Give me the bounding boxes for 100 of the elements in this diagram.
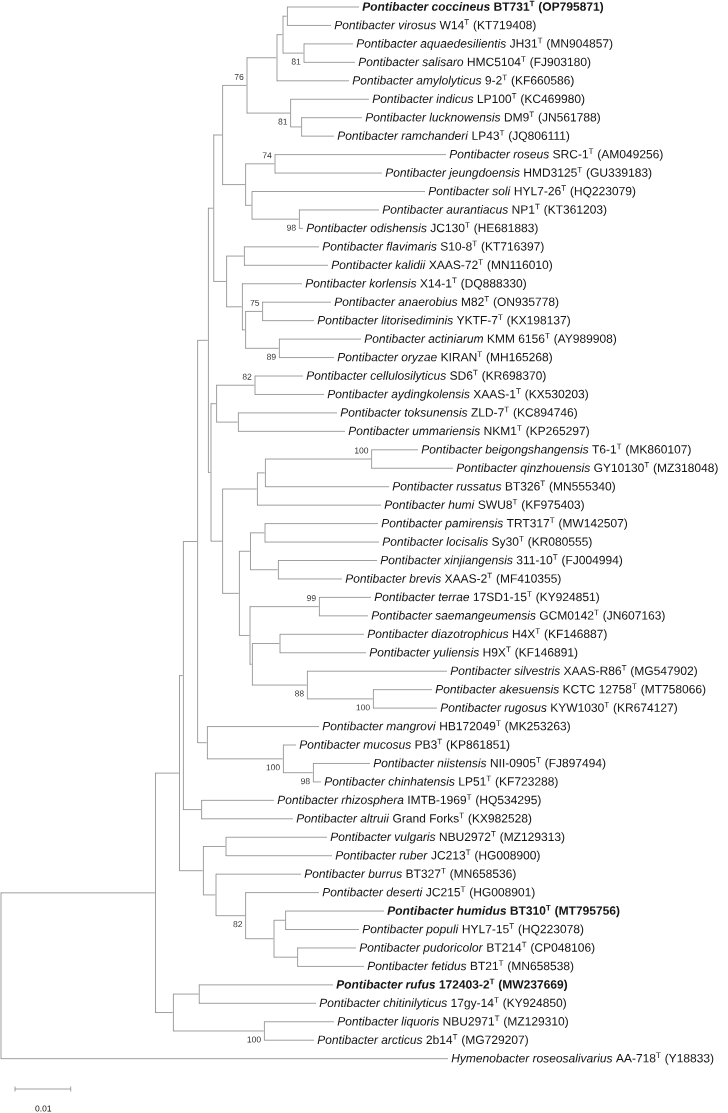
taxon-label: Pontibacter ummariensis NKM1$^{T}$ (KP265297): [348, 425, 589, 438]
taxon-label: Pontibacter aurantiacus NP1$^{T}$ (KT361203): [382, 203, 607, 217]
branch-line: [155, 1012, 174, 1013]
taxon-label: Pontibacter altruii Grand Forks$^{T}$ (KX982528): [296, 812, 532, 825]
taxon-label: Pontibacter qinzhouensis GY10130$^{T}$ (MZ318048): [456, 462, 718, 475]
bootstrap-value: 98: [301, 778, 310, 785]
branch-line: [197, 339, 209, 341]
branch-line: [282, 772, 314, 774]
branch-line: [264, 541, 380, 543]
branch-line: [372, 689, 433, 691]
taxon-label: Pontibacter odishensis JC130$^{T}$ (HE681883): [306, 222, 538, 235]
branch-line: [246, 112, 291, 114]
branch-line: [282, 15, 288, 17]
bootstrap-value: 100: [356, 704, 370, 711]
taxon-label: Pontibacter mucosus PB3$^{T}$ (KP861851): [299, 738, 510, 752]
taxon-label: Pontibacter humi SWU8$^{T}$ (KF975403): [384, 499, 584, 512]
branch-line: [155, 772, 180, 774]
branch-line: [298, 228, 304, 229]
branch-line: [301, 117, 363, 119]
branch-line: [201, 800, 275, 801]
taxon-label: Pontibacter coccineus BT731$^{T}$ (OP795871): [362, 0, 604, 14]
branch-line: [312, 781, 322, 783]
branch-line: [256, 472, 266, 474]
taxon-label: Pontibacter oryzae KIRAN$^{T}$ (MH165268): [337, 351, 552, 364]
bootstrap-value: 76: [234, 73, 244, 80]
taxon-label: Pontibacter virosus W14$^{T}$ (KT719408): [334, 19, 536, 32]
branch-line: [0, 892, 156, 894]
branch-line: [243, 264, 329, 266]
branch-line: [282, 52, 304, 54]
branch-line: [273, 919, 286, 921]
bootstrap-value: 100: [247, 1036, 261, 1043]
taxon-label: Pontibacter deserti JC215$^{T}$ (HG008901): [322, 886, 535, 899]
branch-line: [226, 255, 245, 257]
branch-line: [249, 606, 320, 607]
branch-line: [318, 615, 369, 617]
branch-line: [285, 910, 385, 912]
branch-line: [245, 311, 263, 312]
branch-line: [274, 154, 447, 155]
branch-line: [256, 504, 382, 506]
branch-line: [245, 938, 274, 940]
taxon-label: Pontibacter silvestris XAAS-R86$^{T}$ (MG547902): [450, 665, 697, 678]
branch-line: [264, 458, 372, 460]
taxon-label: Pontibacter salisaro HMC5104$^{T}$ (FJ903180): [358, 56, 591, 69]
branch-line: [210, 540, 223, 542]
branch-line: [273, 956, 298, 958]
taxon-label: Pontibacter fetidus BT21$^{T}$ (MN658538): [367, 960, 574, 973]
branch-line: [213, 134, 223, 136]
branch-line: [250, 569, 279, 571]
branch-line: [279, 652, 367, 654]
bootstrap-value: 88: [295, 690, 304, 697]
taxon-label: Pontibacter brevis XAAS-2$^{T}$ (MF410355): [345, 572, 561, 586]
taxon-label: Pontibacter niistensis NII-0905$^{T}$ (FJ897494): [373, 757, 606, 770]
branch-line: [215, 915, 246, 917]
taxon-label: Pontibacter rhizosphera IMTB-1969$^{T}$ (HQ534295): [277, 794, 541, 807]
branch-line: [206, 726, 320, 727]
branch-line: [371, 449, 419, 451]
bootstrap-value: 75: [250, 299, 260, 306]
branch-line: [201, 818, 294, 820]
taxon-label: Pontibacter actiniarum KMM 6156$^{T}$ (AY989908): [364, 332, 617, 346]
branch-line: [207, 472, 211, 473]
branch-line: [245, 204, 252, 206]
taxon-label: Pontibacter anaerobius M82$^{T}$ (ON935778): [334, 296, 559, 309]
branch-line: [264, 486, 390, 488]
branch-line: [298, 209, 380, 211]
bootstrap-value: 100: [354, 447, 369, 454]
branch-line: [0, 1058, 449, 1060]
taxon-label: Pontibacter populi HYL7-15$^{T}$ (HQ223078): [362, 923, 584, 936]
branch-line: [282, 744, 297, 746]
branch-line: [238, 635, 250, 636]
branch-line: [303, 43, 354, 45]
branch-line: [210, 403, 217, 405]
taxon-label: Pontibacter cellulosilyticus SD6$^{T}$ (KR698370): [306, 369, 546, 383]
taxon-label: Pontibacter amylolyticus 9-2$^{T}$ (KF660586): [352, 74, 574, 87]
branch-line: [226, 306, 243, 308]
bootstrap-value: 74: [262, 152, 272, 159]
bootstrap-value: 81: [278, 118, 288, 125]
taxon-label: Pontibacter xinjiangensis 311-10$^{T}$ (FJ004994): [380, 554, 623, 567]
branch-line: [286, 6, 360, 8]
branch-line: [179, 675, 184, 676]
taxon-label: Pontibacter aydingkolensis XAAS-1$^{T}$ (KX530203): [327, 388, 588, 401]
branch-line: [245, 347, 280, 349]
branch-line: [290, 126, 302, 128]
branch-line: [198, 984, 334, 986]
taxon-label: Pontibacter roseus SRC-1$^{T}$ (AM049256): [449, 148, 663, 161]
taxon-label: Pontibacter arcticus 2b14$^{T}$ (MG729207): [317, 1034, 528, 1047]
branch-line: [246, 57, 277, 59]
taxon-label: Pontibacter pamirensis TRT317$^{T}$ (MW142507): [381, 517, 628, 530]
branch-line: [262, 301, 332, 303]
taxon-label: Pontibacter liquoris NBU2971$^{T}$ (MZ129310): [337, 1015, 568, 1028]
taxon-label: Pontibacter rugosus KYW1030$^{T}$ (KR674127): [440, 701, 677, 715]
branch-line: [182, 809, 202, 810]
taxon-label: Hymenobacter roseosalivarius AA-718$^{T}$ (Y18833): [451, 1052, 714, 1065]
taxon-label: Pontibacter kalidii XAAS-72$^{T}$ (MN116010): [331, 259, 552, 272]
branch-line: [222, 488, 258, 490]
taxon-label: Pontibacter akesuensis KCTC 12758$^{T}$ (MT758066): [435, 683, 706, 696]
bootstrap-value: 81: [291, 58, 301, 65]
branch-line: [225, 836, 328, 838]
branch-line: [290, 98, 370, 100]
branch-line: [372, 707, 438, 709]
branch-line: [274, 172, 383, 174]
